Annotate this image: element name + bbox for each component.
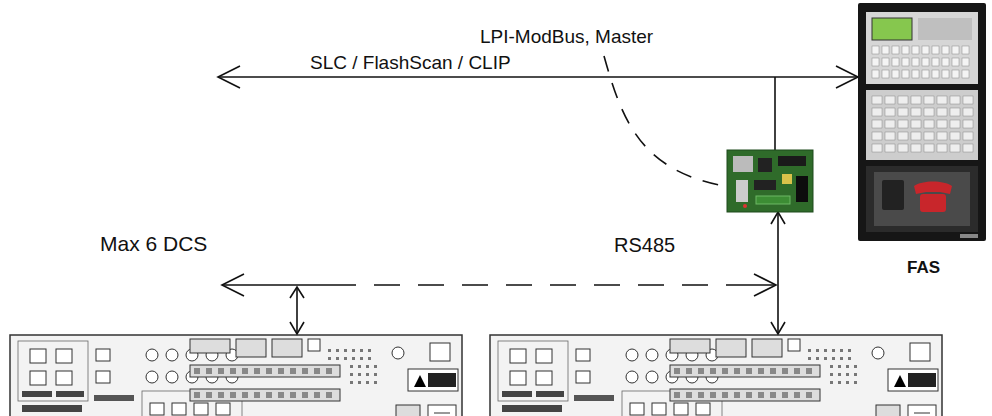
dcs-unit — [10, 335, 462, 416]
diagram-label: SLC / FlashScan / CLIP — [310, 52, 511, 74]
diagram-label: RS485 — [614, 234, 675, 257]
diagram-label: Max 6 DCS — [100, 232, 207, 256]
fas-panel: FAS — [852, 0, 988, 282]
slc-bus-arrow — [218, 66, 858, 150]
interface-board — [727, 150, 813, 212]
panel-label: FAS — [907, 258, 940, 278]
dcs-bus-arrow — [222, 274, 776, 334]
leader-line — [604, 56, 724, 186]
rs485-arrow — [771, 212, 785, 334]
diagram-label: LPI-ModBus, Master — [480, 26, 653, 48]
fire-alarm-cabinet — [852, 0, 988, 246]
dcs-unit — [490, 335, 942, 416]
